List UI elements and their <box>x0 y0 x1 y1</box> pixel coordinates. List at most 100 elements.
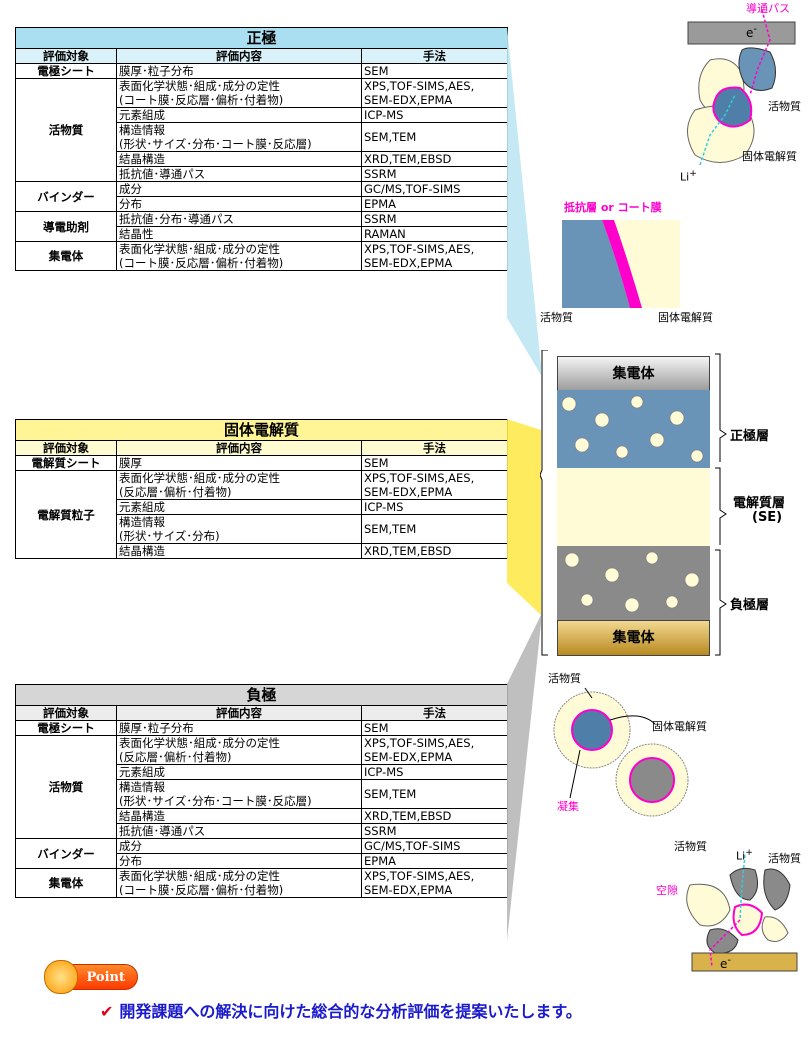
negative-collector-bar <box>691 952 798 972</box>
void-electron-label: e- <box>720 955 731 971</box>
table-row: 構造情報(形状･サイズ･分布･コート膜･反応層)SEM,TEM <box>16 122 508 152</box>
row-category: 集電体 <box>15 868 117 898</box>
void-li-label: Li+ <box>736 847 753 863</box>
conduction-path-line <box>709 919 741 968</box>
conduction-path-line <box>749 9 771 96</box>
row-method: GC/MS,TOF-SIMS <box>361 181 508 197</box>
point-icon <box>44 960 78 994</box>
row-category: 活物質 <box>15 78 117 182</box>
row-content: 構造情報(形状･サイズ･分布･コート膜･反応層) <box>116 122 362 152</box>
void-active-label-right: 活物質 <box>768 852 801 865</box>
aggregation-diagram <box>553 687 689 817</box>
positive-layer-label: 正極層 <box>730 429 770 444</box>
li-ion-label: Li+ <box>680 168 697 184</box>
resist-layer-label: 抵抗層 or コート膜 <box>564 201 662 214</box>
row-method: XRD,TEM,EBSD <box>361 151 508 167</box>
row-content: 表面化学状態･組成･成分の定性(コート膜･反応層･偏析･付着物) <box>116 241 362 271</box>
row-category: 活物質 <box>15 735 117 839</box>
row-method: XRD,TEM,EBSD <box>361 543 508 559</box>
row-method: XPS,TOF-SIMS,AES,SEM-EDX,EPMA <box>361 735 508 765</box>
negative-layer-label: 負極層 <box>730 598 770 613</box>
leader-line <box>569 749 581 799</box>
row-category: 電解質粒子 <box>15 470 117 559</box>
layer-brackets <box>540 350 727 656</box>
table-row: 集電体表面化学状態･組成･成分の定性(コート膜･反応層･偏析･付着物)XPS,T… <box>15 868 508 898</box>
row-method: XPS,TOF-SIMS,AES,SEM-EDX,EPMA <box>361 470 508 500</box>
column-header: 評価内容 <box>116 48 362 64</box>
leader-line <box>584 687 593 699</box>
row-content: 構造情報(形状･サイズ･分布) <box>116 514 362 544</box>
interface-diagram <box>562 220 680 308</box>
row-method: SEM <box>361 63 508 79</box>
electrolyte-layer-label: 電解質層 <box>733 496 786 511</box>
row-method: XPS,TOF-SIMS,AES,SEM-EDX,EPMA <box>361 868 508 898</box>
negative-micro-diagram <box>686 854 798 972</box>
column-header: 評価対象 <box>15 48 117 64</box>
positive-micro-diagram <box>687 9 796 166</box>
column-header: 評価対象 <box>15 440 117 456</box>
row-category: 集電体 <box>15 241 117 271</box>
row-method: GC/MS,TOF-SIMS <box>361 838 508 854</box>
void-active-label-left: 活物質 <box>674 840 707 853</box>
table-row: 構造情報(形状･サイズ･分布･コート膜･反応層)SEM,TEM <box>16 779 508 809</box>
aggregation-electrolyte-label: 固体電解質 <box>652 720 707 733</box>
interface-electrolyte-label: 固体電解質 <box>658 311 713 324</box>
row-method: ICP-MS <box>361 764 508 780</box>
negative-particle <box>706 928 739 954</box>
active-aggregate <box>571 709 613 751</box>
li-path-line <box>699 94 736 166</box>
collector-bar <box>687 21 796 45</box>
table-header-row: 評価対象評価内容手法 <box>15 440 508 456</box>
row-content: 構造情報(形状･サイズ･分布･コート膜･反応層) <box>116 779 362 809</box>
positive-connector <box>507 27 541 375</box>
void-label: 空隙 <box>656 884 678 897</box>
row-method: XPS,TOF-SIMS,AES,SEM-EDX,EPMA <box>361 78 508 108</box>
aggregation-label: 凝集 <box>557 800 579 813</box>
table-row: 活物質表面化学状態･組成･成分の定性(コート膜･反応層･偏析･付着物)XPS,T… <box>15 78 508 182</box>
row-content: 表面化学状態･組成･成分の定性(コート膜･反応層･偏析･付着物) <box>116 868 362 898</box>
left-bracket <box>540 350 548 656</box>
summary-text: ✔開発課題への解決に向けた総合的な分析評価を提案いたします。 <box>100 998 582 1022</box>
row-content: 表面化学状態･組成･成分の定性(コート膜･反応層･偏析･付着物) <box>116 78 362 108</box>
interface-active-label: 活物質 <box>540 311 573 324</box>
table-row: 電解質粒子表面化学状態･組成･成分の定性(反応層･偏析･付着物)XPS,TOF-… <box>15 470 508 559</box>
leader-line <box>609 715 656 725</box>
electron-label: e- <box>746 24 757 40</box>
conduction-path-label: 導通パス <box>746 2 790 15</box>
table-header-row: 評価対象評価内容手法 <box>15 48 508 64</box>
positive-collector-box: 集電体 <box>557 356 710 392</box>
row-category: 導電助剤 <box>15 211 117 242</box>
electrolyte-layer-fill <box>557 468 710 546</box>
cross-section-layers <box>557 390 710 620</box>
negative-particle <box>729 867 759 901</box>
table-row: 集電体表面化学状態･組成･成分の定性(コート膜･反応層･偏析･付着物)XPS,T… <box>15 241 508 271</box>
row-method: SEM,TEM <box>361 779 508 809</box>
negative-collector-box: 集電体 <box>557 620 710 656</box>
negative-aggregate <box>629 757 675 803</box>
table-title-row: 正極 <box>15 27 508 49</box>
solid-electrolyte-label: 固体電解質 <box>742 150 797 163</box>
se-label: (SE) <box>752 510 783 525</box>
negative-particle <box>763 868 791 911</box>
check-icon: ✔ <box>100 1002 114 1021</box>
resist-layer-band <box>602 220 642 308</box>
aggregation-active-label: 活物質 <box>548 672 581 685</box>
column-header: 評価内容 <box>116 440 362 456</box>
row-method: SEM,TEM <box>361 122 508 152</box>
row-content: 元素組成 <box>116 764 362 780</box>
row-content: 抵抗値･導通パス <box>116 166 362 182</box>
li-path-line <box>739 854 746 921</box>
negative-connector <box>507 615 541 940</box>
row-method: SSRM <box>361 823 508 839</box>
active-material-label: 活物質 <box>768 100 801 113</box>
electrolyte-bracket <box>715 467 727 545</box>
active-particle <box>712 86 753 128</box>
solid-connector <box>507 419 541 615</box>
